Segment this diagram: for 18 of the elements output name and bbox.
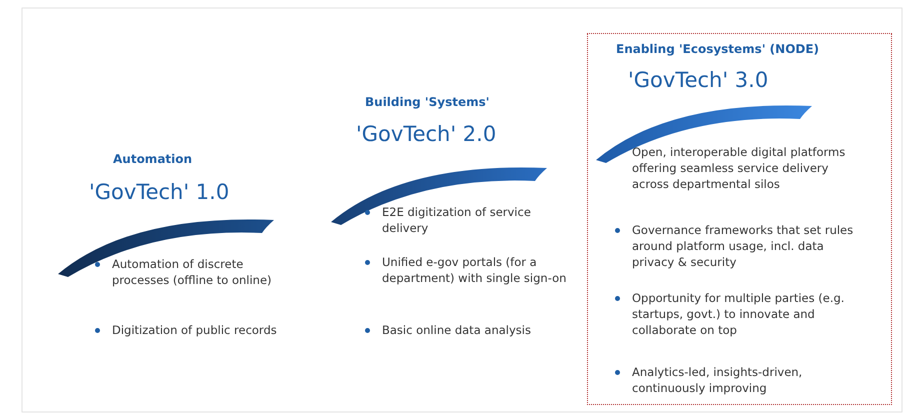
bullet-text: Governance frameworks that set rules around platform usage, incl. data privacy & security (632, 222, 854, 270)
stage-heading: Automation (113, 152, 192, 166)
dashed-frame (587, 33, 892, 405)
bullet-text: E2E digitization of service delivery (382, 204, 532, 236)
stage-heading: Building 'Systems' (365, 95, 490, 109)
stage-title: 'GovTech' 3.0 (628, 68, 768, 92)
bullet-text: Unified e-gov portals (for a department) with single sign-on (382, 254, 567, 286)
bullet-text: Digitization of public records (112, 322, 277, 338)
arc-swoosh (58, 219, 274, 277)
arc-swoosh (331, 167, 547, 225)
bullet-text: Opportunity for multiple parties (e.g. startups, govt.) to innovate and collaborate on top (632, 290, 846, 338)
bullet-text: Automation of discrete processes (offline to online) (112, 256, 273, 288)
bullet-text: Basic online data analysis (382, 322, 532, 338)
bullet-text: Analytics-led, insights-driven, continuously improving (632, 364, 804, 396)
bullet-text: Open, interoperable digital platforms offering seamless service delivery across departmental silos (632, 144, 846, 192)
stage-title: 'GovTech' 2.0 (356, 122, 496, 146)
stage-title: 'GovTech' 1.0 (89, 180, 230, 204)
stage-heading: Enabling 'Ecosystems' (NODE) (616, 42, 820, 56)
